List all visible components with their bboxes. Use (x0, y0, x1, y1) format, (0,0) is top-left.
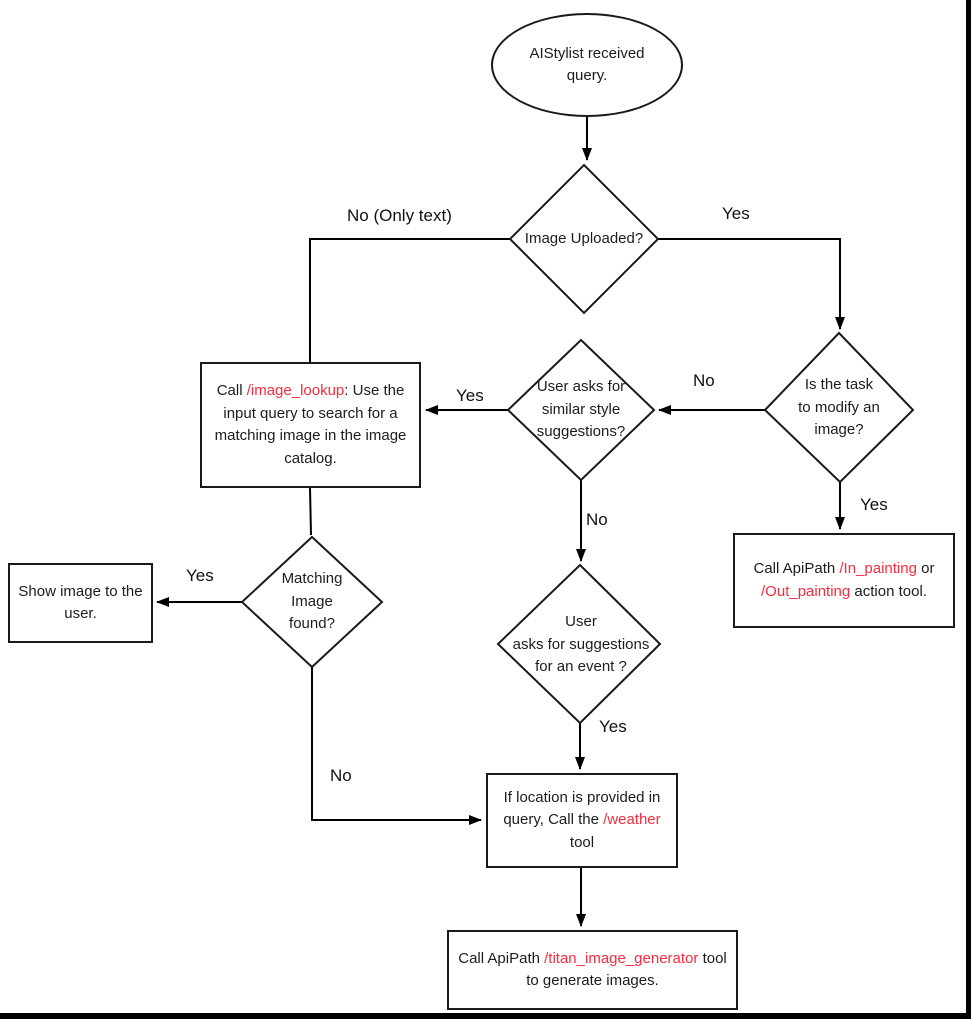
titan-label: Call ApiPath /titan_image_generator tool… (458, 949, 727, 990)
node-modify-image-shape (763, 331, 915, 484)
node-matching-found-shape (240, 535, 384, 669)
similar-style-label: User asks for similar style suggestions? (536, 378, 626, 441)
edge-label-yes-modify: Yes (860, 495, 888, 514)
image-lookup-label: Call /image_lookup: Use the input query … (214, 382, 407, 467)
show-image-label: Show image to the user. (18, 582, 143, 623)
api-titan-image-generator: /titan_image_generator (544, 949, 699, 967)
node-matching-found: Matching Image found? (262, 567, 362, 637)
edge-label-yes-event: Yes (599, 717, 627, 736)
image-uploaded-label: Image Uploaded? (524, 229, 644, 247)
api-out-painting: /Out_painting (761, 582, 851, 600)
edge-label-yes-image-uploaded: Yes (722, 204, 750, 223)
frame-bottom-bar (0, 1013, 971, 1019)
edge-label-yes-style: Yes (456, 386, 484, 405)
api-image-lookup: /image_lookup (246, 382, 345, 399)
node-similar-style: User asks for similar style suggestions? (516, 375, 646, 445)
node-image-uploaded: Image Uploaded? (514, 228, 654, 250)
node-titan: Call ApiPath /titan_image_generator tool… (447, 930, 738, 1010)
event-suggestions-label: User asks for suggestions for an event ? (512, 613, 650, 676)
edge-label-yes-matching: Yes (186, 566, 214, 585)
node-image-uploaded-shape (508, 163, 660, 315)
node-show-image: Show image to the user. (8, 563, 153, 643)
node-event-suggestions-shape (496, 563, 662, 725)
start-label: AIStylist received query. (529, 44, 645, 85)
painting-label: Call ApiPath /In_painting or /Out_painti… (753, 560, 935, 600)
edge-no-matching-to-weather (311, 667, 482, 825)
node-image-lookup: Call /image_lookup: Use the input query … (200, 362, 421, 488)
edge-lookup-to-matching (309, 487, 312, 536)
weather-label: If location is provided in query, Call t… (503, 788, 661, 851)
edge-yes-to-modify (658, 238, 845, 330)
edge-label-no-style: No (586, 510, 608, 529)
frame-right-bar (966, 0, 971, 1014)
matching-found-label: Matching Image found? (281, 570, 343, 633)
edge-label-no-modify: No (693, 371, 715, 390)
edge-label-no-matching: No (330, 766, 352, 785)
api-in-painting: /In_painting (839, 560, 917, 577)
node-painting: Call ApiPath /In_painting or /Out_painti… (733, 533, 955, 628)
edge-label-no-only-text: No (Only text) (347, 206, 452, 225)
node-modify-image: Is the task to modify an image? (779, 372, 899, 444)
edge-no-only-text (309, 238, 510, 364)
api-weather: /weather (603, 811, 661, 829)
modify-image-label: Is the task to modify an image? (798, 376, 880, 439)
node-weather: If location is provided in query, Call t… (486, 773, 678, 868)
node-similar-style-shape (506, 338, 656, 482)
node-start: AIStylist received query. (491, 13, 683, 117)
node-event-suggestions: User asks for suggestions for an event ? (495, 610, 667, 680)
